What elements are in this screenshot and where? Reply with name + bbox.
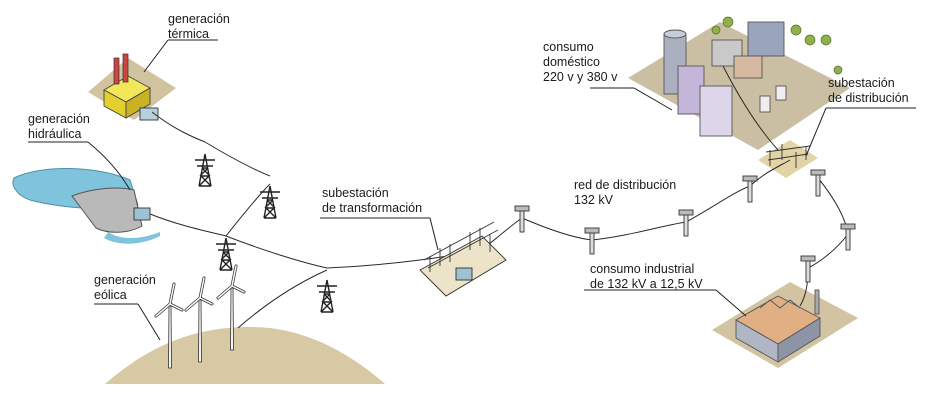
label-distribution-network: red de distribución 132 kV <box>574 178 676 208</box>
label-hydro-line1: generación <box>28 112 90 126</box>
thermal-plant <box>103 53 159 121</box>
label-distribution-network-line2: 132 kV <box>574 193 613 207</box>
label-industrial-line2: de 132 kV a 12,5 kV <box>590 277 703 291</box>
distribution-substation <box>765 144 811 168</box>
label-wind-line1: generación <box>94 273 156 287</box>
river <box>104 232 160 244</box>
label-distribution-network-line1: red de distribución <box>574 178 677 192</box>
label-industrial-line1: consumo industrial <box>590 262 695 276</box>
label-industrial-consumption: consumo industrial de 132 kV a 12,5 kV <box>590 262 703 292</box>
city <box>663 21 787 137</box>
label-domestic-line3: 220 v y 380 v <box>543 70 618 84</box>
label-thermal-line2: térmica <box>168 27 209 41</box>
label-transformation-substation: subestación de transformación <box>322 186 422 216</box>
pylon <box>194 153 216 187</box>
label-distribution-substation-line1: subestación <box>828 76 895 90</box>
substation-plot <box>758 140 818 178</box>
label-domestic-consumption: consumo doméstico 220 v y 380 v <box>543 40 617 85</box>
label-wind-line2: eólica <box>94 288 127 302</box>
distribution-pole <box>514 205 530 233</box>
transformation-substation <box>419 221 507 297</box>
label-thermal-line1: generación <box>168 12 230 26</box>
trees <box>711 16 843 75</box>
pylon <box>215 237 237 271</box>
label-domestic-line2: doméstico <box>543 55 600 69</box>
label-hydro-line2: hidráulica <box>28 127 82 141</box>
label-hydro-generation: generación hidráulica <box>28 112 90 142</box>
label-distribution-substation-line2: de distribución <box>828 91 909 105</box>
label-domestic-line1: consumo <box>543 40 594 54</box>
distribution-pole <box>584 227 600 255</box>
transmission-lines <box>149 59 849 329</box>
label-wind-generation: generación eólica <box>94 273 156 303</box>
factory <box>735 289 821 363</box>
label-transformation-line1: subestación <box>322 186 389 200</box>
pylon <box>316 279 338 313</box>
distribution-pole <box>742 175 758 203</box>
distribution-pole <box>800 255 816 283</box>
dam-wall <box>71 187 143 233</box>
distribution-pole <box>840 223 856 251</box>
label-transformation-line2: de transformación <box>322 201 423 215</box>
distribution-pole <box>810 169 826 197</box>
label-distribution-substation: subestación de distribución <box>828 76 909 106</box>
leader-lines <box>28 39 916 341</box>
hydro-station <box>133 207 151 221</box>
label-thermal-generation: generación térmica <box>168 12 230 42</box>
wind-hill <box>105 327 385 384</box>
